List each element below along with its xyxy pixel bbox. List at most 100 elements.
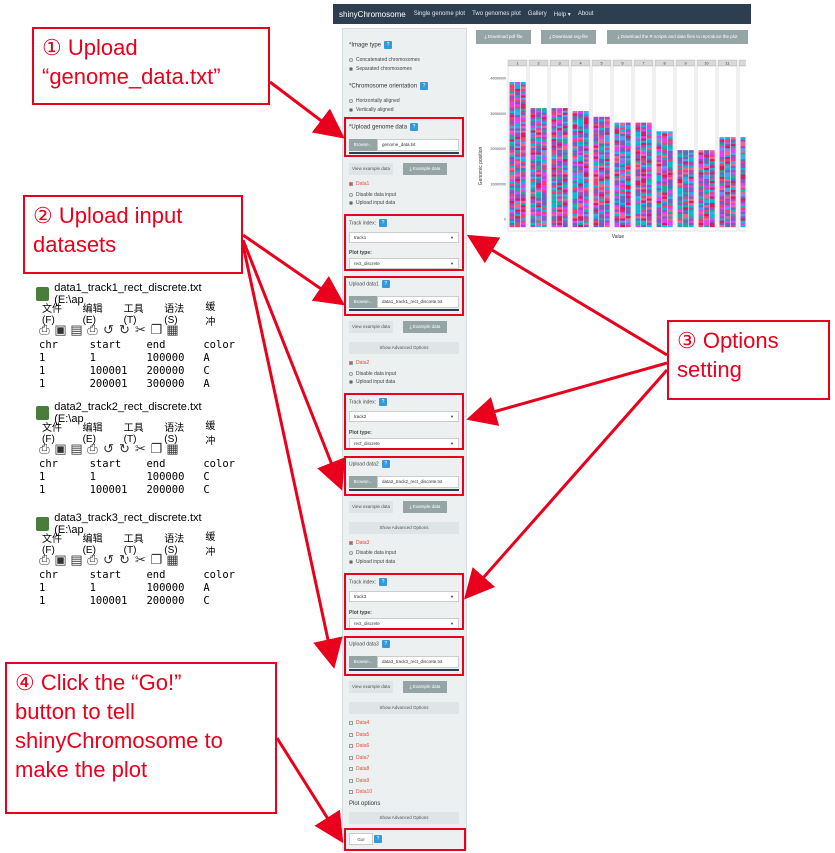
copy-icon[interactable]: ❐ (150, 552, 163, 567)
data7-checkbox[interactable]: Data7 (349, 755, 369, 761)
view-example-button[interactable]: View example data (349, 321, 393, 333)
browse-button[interactable]: Browse... (349, 476, 377, 488)
download-pdf-button[interactable]: ⤓ Download pdf-file (476, 30, 531, 44)
save-all-icon[interactable]: ▤ (70, 441, 83, 456)
radio-upload-input[interactable]: Upload input data (349, 559, 395, 565)
radio-vertical[interactable]: Vertically aligned (349, 107, 394, 113)
menu-file[interactable]: 文件(F) (42, 303, 62, 326)
print-icon[interactable]: ⎙ (87, 441, 98, 456)
radio-disable-input[interactable]: Disable data input (349, 192, 396, 198)
view-example-button[interactable]: View example data (349, 163, 393, 175)
track-index-select[interactable]: track3▼ (349, 591, 459, 602)
nav-help[interactable]: Help ▾ (553, 11, 571, 18)
track-index-select[interactable]: track1▼ (349, 232, 459, 243)
radio-upload-input[interactable]: Upload input data (349, 379, 395, 385)
browse-button[interactable]: Browse... (349, 139, 377, 151)
copy-icon[interactable]: ❐ (150, 322, 163, 337)
undo-icon[interactable]: ↺ (103, 552, 114, 567)
undo-icon[interactable]: ↺ (103, 322, 114, 337)
radio-disable-input[interactable]: Disable data input (349, 550, 396, 556)
view-example-button[interactable]: View example data (349, 501, 393, 513)
paste-icon[interactable]: ▦ (166, 441, 179, 456)
example-data-button[interactable]: ⤓ Example data (403, 321, 447, 333)
menu-tools[interactable]: 工具(T) (123, 422, 144, 445)
data9-checkbox[interactable]: Data9 (349, 778, 369, 784)
paste-icon[interactable]: ▦ (166, 322, 179, 337)
go-button[interactable]: Go! (349, 833, 373, 845)
help-icon[interactable]: ? (381, 460, 390, 468)
download-scripts-button[interactable]: ⤓ Download the R scripts and data files … (607, 30, 748, 44)
example-data-button[interactable]: ⤓ Example data (403, 501, 447, 513)
show-advanced-options-button[interactable]: Show Advanced Options (349, 702, 459, 714)
show-advanced-options-button[interactable]: Show Advanced Options (349, 812, 459, 824)
show-advanced-options-button[interactable]: Show Advanced Options (349, 522, 459, 534)
radio-horizontal[interactable]: Horizontally aligned (349, 98, 400, 104)
menu-edit[interactable]: 编辑(E) (82, 533, 103, 556)
genome-file-input[interactable]: Browse... genome_data.txt (349, 139, 459, 151)
example-data-button[interactable]: ⤓ Example data (403, 163, 447, 175)
help-icon[interactable]: ? (381, 640, 390, 648)
data8-checkbox[interactable]: Data8 (349, 766, 369, 772)
save-icon[interactable]: ▣ (54, 441, 67, 456)
cut-icon[interactable]: ✂ (135, 322, 146, 337)
nav-gallery[interactable]: Gallery (527, 11, 547, 17)
radio-concatenated[interactable]: Concatenated chromosomes (349, 57, 420, 63)
editor-content[interactable]: chr start end color 1 1 100000 A 1 10000… (39, 569, 235, 607)
menu-file[interactable]: 文件(F) (42, 422, 62, 445)
undo-icon[interactable]: ↺ (103, 441, 114, 456)
plot-type-select[interactable]: rect_discrete▼ (349, 258, 459, 269)
data2-checkbox[interactable]: Data2 (349, 360, 369, 366)
data3-file-input[interactable]: Browse... data3_track3_rect_discrete.txt (349, 656, 459, 668)
data1-file-input[interactable]: Browse... data1_track1_rect_discrete.txt (349, 296, 459, 308)
help-icon[interactable]: ? (379, 398, 388, 406)
menu-buffers[interactable]: 缓冲 (205, 420, 216, 447)
show-advanced-options-button[interactable]: Show Advanced Options (349, 342, 459, 354)
menu-file[interactable]: 文件(F) (42, 533, 62, 556)
save-all-icon[interactable]: ▤ (70, 322, 83, 337)
help-icon[interactable]: ? (381, 280, 390, 288)
save-icon[interactable]: ▣ (54, 322, 67, 337)
menu-syntax[interactable]: 语法(S) (164, 303, 185, 326)
radio-disable-input[interactable]: Disable data input (349, 371, 396, 377)
browse-button[interactable]: Browse... (349, 656, 377, 668)
copy-icon[interactable]: ❐ (150, 441, 163, 456)
example-data-button[interactable]: ⤓ Example data (403, 681, 447, 693)
editor-content[interactable]: chr start end color 1 1 100000 C 1 10000… (39, 458, 235, 496)
redo-icon[interactable]: ↻ (119, 441, 130, 456)
open-icon[interactable]: ⎙ (39, 552, 50, 567)
menu-tools[interactable]: 工具(T) (123, 303, 144, 326)
data5-checkbox[interactable]: Data5 (349, 732, 369, 738)
view-example-button[interactable]: View example data (349, 681, 393, 693)
save-all-icon[interactable]: ▤ (70, 552, 83, 567)
redo-icon[interactable]: ↻ (119, 552, 130, 567)
cut-icon[interactable]: ✂ (135, 441, 146, 456)
app-brand[interactable]: shinyChromosome (339, 9, 406, 19)
browse-button[interactable]: Browse... (349, 296, 377, 308)
open-icon[interactable]: ⎙ (39, 322, 50, 337)
nav-single-genome[interactable]: Single genome plot (413, 11, 466, 17)
download-svg-button[interactable]: ⤓ Download svg-file (541, 30, 596, 44)
help-icon[interactable]: ? (379, 219, 388, 227)
cut-icon[interactable]: ✂ (135, 552, 146, 567)
menu-buffers[interactable]: 缓冲 (205, 531, 216, 558)
print-icon[interactable]: ⎙ (87, 322, 98, 337)
data2-file-input[interactable]: Browse... data2_track2_rect_discrete.txt (349, 476, 459, 488)
menu-tools[interactable]: 工具(T) (123, 533, 144, 556)
menu-syntax[interactable]: 语法(S) (164, 422, 185, 445)
redo-icon[interactable]: ↻ (119, 322, 130, 337)
editor-content[interactable]: chr start end color 1 1 100000 A 1 10000… (39, 339, 235, 390)
help-icon[interactable]: ? (384, 41, 393, 49)
data1-checkbox[interactable]: Data1 (349, 181, 369, 187)
data3-checkbox[interactable]: Data3 (349, 540, 369, 546)
radio-upload-input[interactable]: Upload input data (349, 200, 395, 206)
nav-two-genomes[interactable]: Two genomes plot (472, 11, 521, 17)
help-icon[interactable]: ? (379, 578, 388, 586)
nav-about[interactable]: About (577, 11, 594, 17)
help-icon[interactable]: ? (410, 123, 419, 131)
paste-icon[interactable]: ▦ (166, 552, 179, 567)
menu-buffers[interactable]: 缓冲 (205, 301, 216, 328)
radio-separated[interactable]: Separated chromosomes (349, 66, 412, 72)
data6-checkbox[interactable]: Data6 (349, 743, 369, 749)
data10-checkbox[interactable]: Data10 (349, 789, 372, 795)
data4-checkbox[interactable]: Data4 (349, 720, 369, 726)
